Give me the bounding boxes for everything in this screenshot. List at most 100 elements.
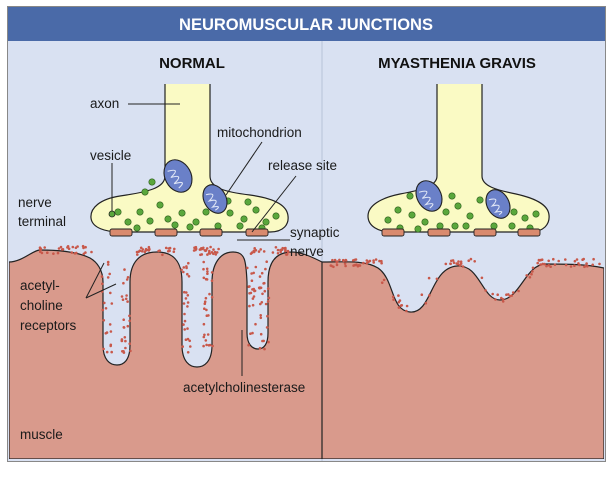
receptor-dot [123,336,127,339]
vesicle [436,222,444,230]
receptor-dot [254,265,258,269]
receptor-dot [267,340,270,344]
receptor-dot [586,265,589,268]
receptor-dot [362,261,365,265]
receptor-dot [180,268,183,272]
receptor-dot [573,264,576,268]
vesicle [244,198,252,206]
vesicle [164,215,172,223]
vesicle [451,222,459,230]
receptor-dot [424,301,428,305]
receptor-dot [285,253,289,256]
label-acetyl: acetyl- [20,278,60,293]
release-site [517,228,541,237]
receptor-dot [205,267,209,271]
receptor-dot [539,263,542,266]
receptor-dot [279,248,282,252]
receptor-dot [378,259,381,263]
receptor-dot [120,339,124,343]
receptor-dot [494,298,497,301]
receptor-dot [129,349,132,353]
receptor-dot [210,271,214,274]
receptor-dot [183,328,186,331]
receptor-dot [108,323,112,326]
receptor-dot [391,295,395,299]
release-site [427,228,451,237]
receptor-dot [254,249,258,252]
receptor-dot [187,261,190,265]
receptor-dot [181,345,184,348]
muscle-fiber-normal [9,249,322,459]
receptor-dot [253,289,257,293]
receptor-dot [250,279,254,283]
receptor-dot [543,262,546,266]
release-sites-myasthenia-gravis [381,228,541,237]
release-site [473,228,497,237]
receptor-dot [400,304,404,307]
receptor-dot [249,291,253,295]
leader-receptors-1 [85,262,105,299]
vesicle [171,221,179,229]
receptor-dot [172,250,176,253]
vesicles-normal [114,178,280,232]
receptor-dot [186,351,190,354]
vesicle [136,208,144,216]
label-receptors: receptors [20,318,77,333]
receptor-dot [168,249,171,253]
receptor-dot [449,262,452,266]
release-site [109,228,133,237]
receptor-dot [435,277,439,281]
receptor-dot [263,281,266,285]
receptor-dot [343,262,347,265]
receptor-dot [213,250,217,254]
receptor-dot [70,251,74,254]
vesicle [240,215,248,223]
receptor-dot [547,259,550,263]
receptor-dot [264,302,268,306]
receptor-dot [46,251,49,254]
panel-heading-myasthenia-gravis: MYASTHENIA GRAVIS [378,55,536,72]
receptor-dot [157,249,160,253]
receptor-dot [102,347,105,351]
receptor-dot [261,339,264,343]
receptor-dot [258,346,262,350]
label-axon: axon [90,96,119,111]
receptor-dot [263,289,267,293]
receptor-dot [420,293,424,297]
receptor-dot [257,250,261,253]
receptor-dot [126,276,130,279]
receptor-dot [266,287,270,290]
receptor-dot [212,252,215,256]
label-terminal: terminal [18,214,66,229]
receptor-dot [90,250,93,254]
receptor-dot [144,247,148,251]
vesicle [421,218,429,226]
receptor-dot [507,293,510,296]
vesicle [141,188,149,196]
receptor-dot [598,262,601,266]
receptor-dot [206,333,210,336]
vesicle [133,224,141,232]
receptor-dot [186,327,189,330]
label-choline: choline [20,298,63,313]
receptor-dot [204,296,208,300]
receptor-dot [397,294,400,297]
receptor-dot [124,297,128,301]
receptor-dot [206,270,209,273]
receptor-dot [397,300,401,304]
receptor-dot [194,245,198,249]
receptor-dot [344,264,347,268]
receptor-dot [106,276,110,279]
receptor-dot [501,300,505,303]
receptor-dot [537,258,541,262]
receptor-dot [122,351,126,354]
receptor-dot [248,285,251,288]
vesicle [448,192,456,200]
receptor-dot [140,250,144,253]
receptor-dot [66,246,69,249]
receptor-dot [496,293,500,297]
receptor-dot [139,246,143,250]
receptor-dot [259,314,263,317]
receptor-dot [182,270,185,274]
receptor-dot [261,292,264,296]
